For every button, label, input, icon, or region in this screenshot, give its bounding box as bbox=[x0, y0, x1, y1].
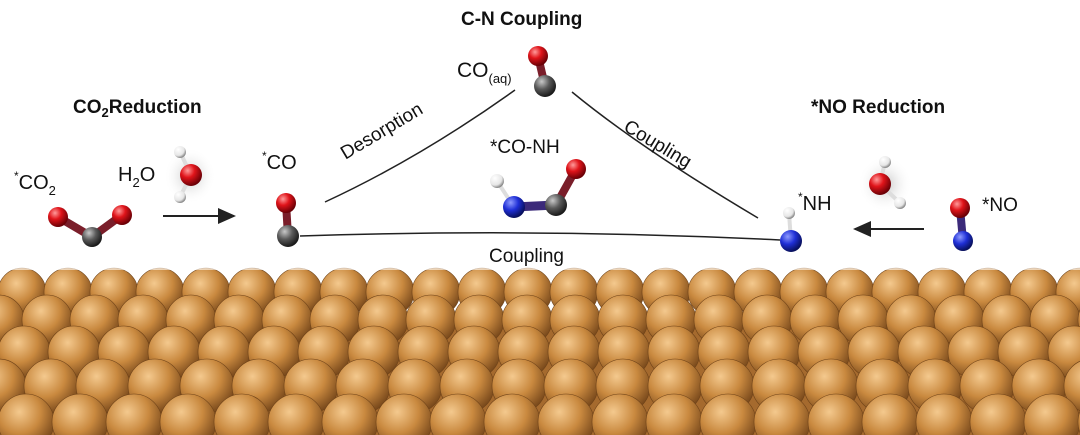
coupling-bottom-label: Coupling bbox=[489, 246, 564, 267]
desorption-path bbox=[324, 89, 516, 203]
cn-coupling-title: C-N Coupling bbox=[461, 9, 583, 30]
copper-atom bbox=[1063, 361, 1080, 411]
coupling-path-right bbox=[571, 91, 759, 219]
co-aqueous-molecule bbox=[528, 46, 556, 97]
no-reduction-title: *NO Reduction bbox=[811, 97, 946, 118]
copper-atom bbox=[1023, 393, 1080, 435]
co2-label: *CO2 bbox=[14, 169, 56, 198]
no-molecule bbox=[950, 198, 973, 251]
surface-edge-fade bbox=[0, 262, 1080, 270]
water-label: H2O bbox=[118, 164, 156, 190]
coupling-path-bottom bbox=[299, 232, 781, 241]
co2-reduction-title: CO2Reduction bbox=[73, 97, 202, 120]
nh-molecule bbox=[780, 207, 802, 252]
co-adsorbed-molecule bbox=[276, 193, 299, 247]
water-molecule-right bbox=[858, 156, 912, 212]
co2-molecule bbox=[48, 205, 132, 247]
no-label: *NO bbox=[982, 195, 1018, 216]
co-nh-label: *CO-NH bbox=[490, 137, 560, 158]
co-nh-molecule bbox=[490, 159, 586, 218]
co-aqueous-label: CO(aq) bbox=[457, 59, 512, 86]
water-molecule-left bbox=[164, 146, 216, 204]
nh-label: *NH bbox=[798, 190, 832, 215]
co-adsorbed-label: *CO bbox=[262, 149, 297, 174]
copper-atoms bbox=[0, 262, 1080, 435]
